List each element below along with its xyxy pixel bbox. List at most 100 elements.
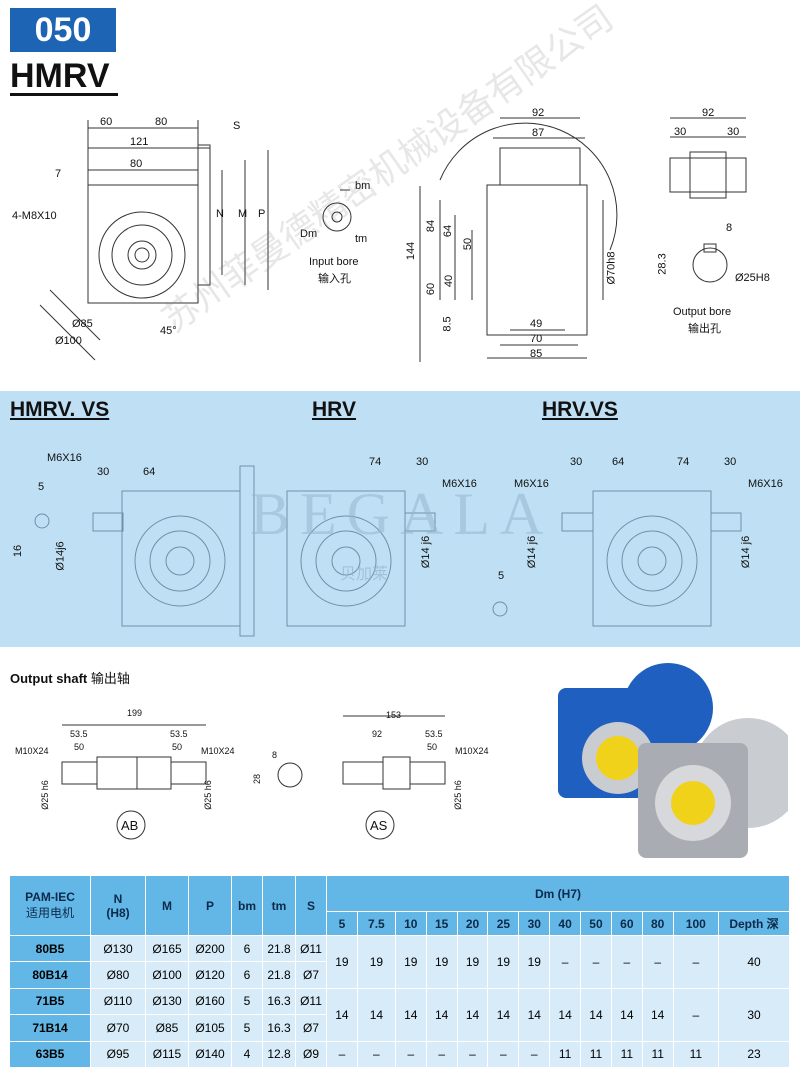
output-shaft-title-cn: 输出轴 — [90, 671, 130, 686]
dim-key-28: 28 — [252, 773, 263, 785]
dim-m10x24-a: M10X24 — [15, 746, 49, 756]
dim-m6x16-a: M6X16 — [47, 452, 82, 464]
cell-m: Ø165 — [145, 934, 189, 963]
output-bore-caption-cn: 输出孔 — [688, 323, 721, 335]
dim-80: 80 — [155, 116, 168, 128]
dim-30-c: 30 — [570, 456, 583, 468]
dim-m10x24-b: M10X24 — [201, 746, 235, 756]
dim-92-as: 92 — [372, 729, 383, 739]
dim-8: 8 — [726, 222, 733, 234]
dim-dm: Dm — [300, 228, 318, 240]
cell-dm: – — [487, 1040, 520, 1069]
cell-m: Ø130 — [145, 987, 189, 1016]
cell-p: Ø200 — [188, 934, 232, 963]
cell-dm: – — [549, 935, 582, 989]
dim-m6x16-c: M6X16 — [514, 478, 549, 490]
cell-pam: 80B5 — [9, 934, 91, 963]
cell-dm: – — [394, 1040, 427, 1069]
th-dm-25: 25 — [487, 911, 520, 936]
cell-dm: 14 — [356, 987, 396, 1042]
dim-s: S — [233, 120, 241, 132]
dim-53-5-a: 53.5 — [70, 729, 88, 739]
cell-dm: 11 — [580, 1040, 612, 1069]
input-bore-caption-cn: 输入孔 — [318, 273, 351, 285]
cell-depth: 40 — [718, 935, 790, 989]
cell-dm: – — [425, 1040, 458, 1069]
cell-dm: – — [580, 935, 612, 989]
cell-dm: – — [672, 987, 720, 1042]
series-title: HMRV — [10, 57, 110, 95]
dim-30a: 30 — [674, 126, 687, 138]
cell-dm: – — [672, 935, 720, 989]
output-shaft-title: Output shaft 输出轴 — [10, 668, 130, 687]
cell-p: Ø160 — [188, 987, 232, 1016]
cell-bm: 5 — [231, 987, 263, 1016]
th-p: P — [188, 875, 232, 936]
th-dm-15: 15 — [425, 911, 458, 936]
cell-dm: 19 — [425, 935, 458, 989]
cell-tm: 16.3 — [262, 987, 296, 1016]
dim-d25h6-c: Ø25 h6 — [452, 780, 463, 810]
cell-m: Ø85 — [145, 1014, 189, 1042]
dim-m: M — [238, 208, 248, 220]
dim-70: 70 — [530, 333, 543, 345]
cell-dm: – — [641, 935, 674, 989]
cell-dm: 14 — [456, 987, 489, 1042]
cell-dm: 14 — [487, 987, 520, 1042]
cell-dm: 14 — [394, 987, 427, 1042]
th-dm-100: 100 — [672, 911, 720, 936]
dim-50: 50 — [462, 237, 475, 251]
dim-key-8: 8 — [272, 750, 278, 760]
cell-dm: – — [456, 1040, 489, 1069]
cell-m: Ø115 — [145, 1040, 189, 1069]
cell-s: Ø11 — [295, 987, 327, 1016]
dim-64-a: 64 — [143, 466, 156, 478]
th-tm: tm — [262, 875, 296, 936]
model-badge: 050 — [10, 8, 116, 52]
dim-d100: Ø100 — [55, 335, 82, 347]
watermark-logo: BEGALA — [250, 481, 554, 547]
cell-dm: 11 — [641, 1040, 674, 1069]
output-shaft-title-en: Output shaft — [10, 671, 88, 686]
dim-84: 84 — [425, 219, 438, 233]
blue-flange — [623, 663, 713, 753]
th-bm: bm — [231, 875, 263, 936]
th-dm-40: 40 — [549, 911, 582, 936]
output-shaft-lines — [61, 715, 446, 840]
cell-dm: 14 — [641, 987, 674, 1042]
cell-s: Ø9 — [295, 1040, 327, 1069]
dim-80b: 80 — [130, 158, 143, 170]
dim-d85: Ø85 — [72, 318, 93, 330]
dim-45deg: 45° — [160, 325, 177, 337]
cell-pam: 71B5 — [9, 987, 91, 1016]
title-underline — [10, 93, 118, 96]
dim-74-c: 74 — [677, 456, 690, 468]
input-bore-caption: Input bore — [309, 256, 359, 268]
dim-92b: 92 — [702, 107, 715, 119]
dim-92: 92 — [532, 107, 545, 119]
top-drawing-lines — [39, 117, 747, 362]
dim-153: 153 — [386, 710, 402, 720]
th-dm-7-5: 7.5 — [356, 911, 396, 936]
dim-5-a: 5 — [38, 481, 45, 493]
dim-d25h8: Ø25H8 — [735, 272, 770, 284]
th-s: S — [295, 875, 327, 936]
dim-50-c: 50 — [427, 742, 438, 752]
cell-p: Ø105 — [188, 1014, 232, 1042]
cell-n: Ø130 — [90, 934, 146, 963]
cell-dm: – — [356, 1040, 396, 1069]
cell-dm: 19 — [456, 935, 489, 989]
dim-85: 85 — [530, 348, 543, 360]
dim-m6x16-d: M6X16 — [748, 478, 783, 490]
dim-m10x24-c: M10X24 — [455, 746, 489, 756]
dim-8-5: 8.5 — [441, 316, 454, 332]
output-bore-caption: Output bore — [673, 306, 732, 318]
th-n: N(H8) — [90, 875, 146, 936]
